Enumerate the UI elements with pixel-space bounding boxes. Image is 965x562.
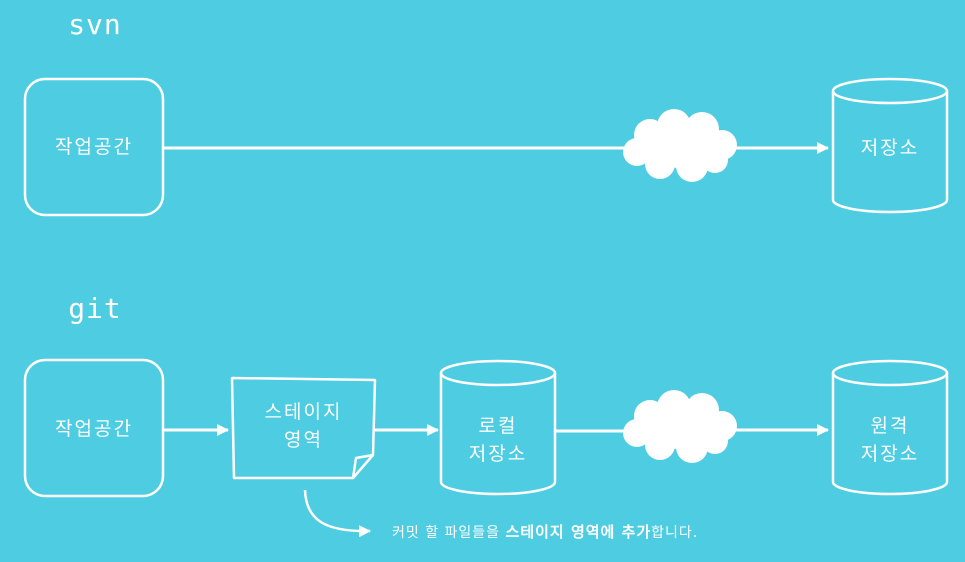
git-workspace-label: 작업공간 <box>55 418 133 440</box>
staging-note-part1: 커밋 할 파일들을 <box>392 525 506 541</box>
staging-note-bold: 스테이지 영역에 추가 <box>505 523 652 541</box>
svn-workspace-label: 작업공간 <box>55 136 133 158</box>
git-workspace-box <box>23 358 165 498</box>
svn-repository-label: 저장소 <box>860 137 920 159</box>
git-title: git <box>68 292 122 325</box>
local-repository-cylinder <box>439 359 557 496</box>
curved-arrow-icon <box>303 489 371 538</box>
staging-area-label: 스테이지 영역 <box>264 401 343 451</box>
remote-repository-label: 원격 저장소 <box>860 415 920 465</box>
cloud-icon <box>623 390 737 463</box>
svn-title: svn <box>68 8 122 41</box>
staging-note-part2: 합니다. <box>651 525 699 541</box>
local-repository-label: 로컬 저장소 <box>468 415 528 465</box>
staging-area-paper <box>230 376 377 480</box>
svn-repository-cylinder <box>831 77 949 214</box>
remote-repository-cylinder <box>831 359 949 496</box>
staging-note: 커밋 할 파일들을 스테이지 영역에 추가합니다. <box>392 521 698 542</box>
cloud-icon <box>623 109 737 182</box>
